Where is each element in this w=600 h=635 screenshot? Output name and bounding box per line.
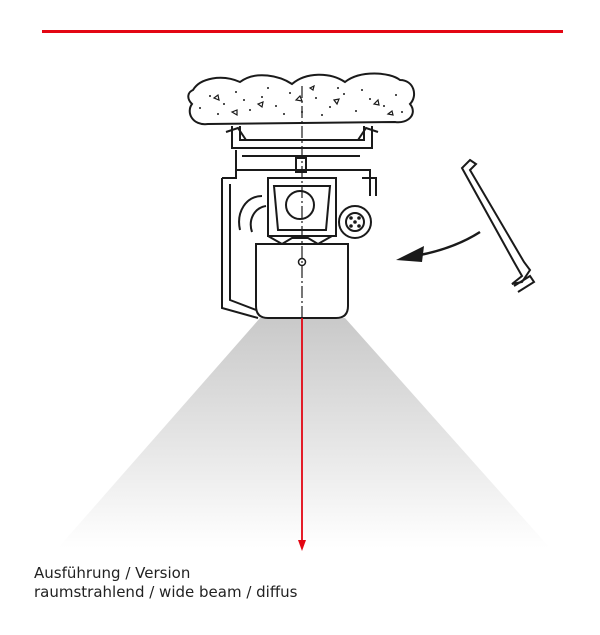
beam-direction-arrow [298,318,306,551]
version-caption: Ausführung / Version raumstrahlend / wid… [34,564,298,602]
cover-strip [460,158,536,293]
lamp-housing [238,177,337,246]
mounting-profile [221,126,379,319]
insertion-arrow [396,230,481,262]
caption-beam-type: raumstrahlend / wide beam / diffus [34,583,298,601]
caption-version-title: Ausführung / Version [34,564,191,582]
light-beam-cone [58,318,550,548]
concrete-ceiling [187,72,416,126]
top-divider-line [42,30,563,33]
connector-plug [338,205,372,239]
